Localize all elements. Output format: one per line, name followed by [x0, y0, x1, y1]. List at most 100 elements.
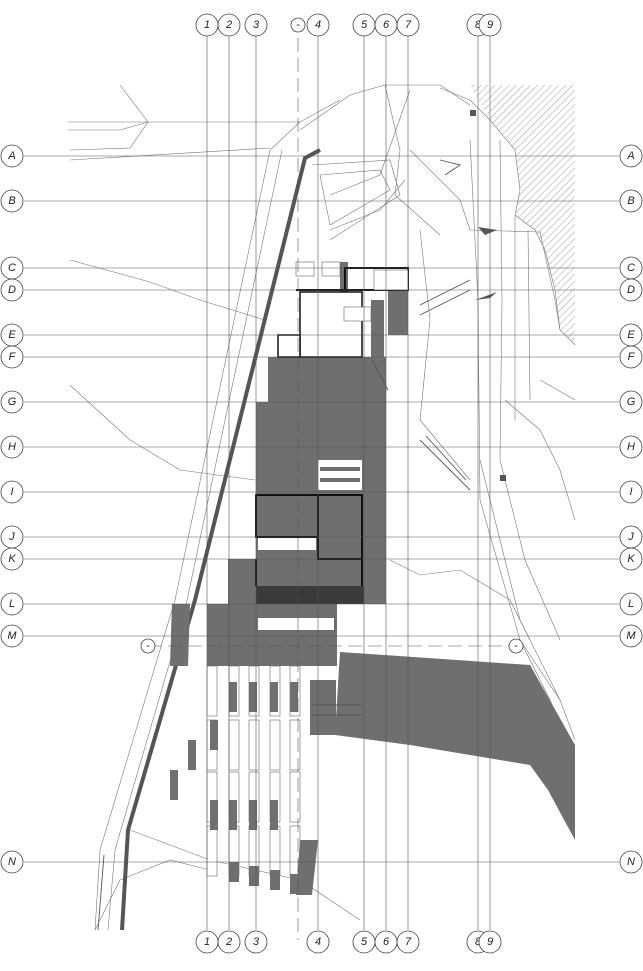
courtyard-openings: [258, 291, 363, 630]
pier-bay: [206, 665, 218, 717]
grid-column-label: 3: [253, 19, 260, 31]
pier-column: [270, 800, 278, 830]
grid-row-label: F: [628, 351, 636, 363]
grid-column-label: 2: [225, 936, 232, 948]
grid-row-label: I: [10, 486, 13, 498]
grid-row-bubble: [0, 624, 24, 648]
grid-row-bubble: [0, 144, 24, 168]
grid-row-bubble: [0, 850, 24, 874]
grid-column-bubble: [306, 13, 330, 37]
retaining-wall: [120, 148, 321, 931]
grid-row-label: I: [629, 486, 632, 498]
grid-column-bubble: [244, 13, 268, 37]
pier-column: [229, 682, 237, 712]
grid-row-label: L: [9, 598, 15, 610]
grid-column-bubble: [478, 13, 502, 37]
grid-row-bubble: [619, 390, 643, 414]
grid-row-label: G: [8, 396, 17, 408]
grid-row-bubble: [0, 435, 24, 459]
grid-row-bubble: [619, 592, 643, 616]
grid-row-label: H: [627, 441, 635, 453]
grid-row-label: D: [8, 284, 16, 296]
grid-column-label: 2: [225, 19, 232, 31]
pier-column: [249, 682, 257, 712]
dashed-axis-label-left: -: [146, 640, 150, 652]
pier-column: [210, 800, 218, 830]
hatched-terrain: [470, 85, 575, 345]
dashed-axis-label-right: -: [514, 640, 518, 652]
grid-column-label: 8: [475, 936, 482, 948]
grid-row-bubble: [619, 435, 643, 459]
grid-row-label: L: [628, 598, 634, 610]
grid-column-label: 8: [475, 19, 482, 31]
grid-column-bubble: [217, 930, 241, 954]
pier-column: [188, 740, 196, 770]
grid-row-bubble: [619, 480, 643, 504]
grid-column-label: 1: [204, 936, 210, 948]
grid-row-label: K: [627, 553, 635, 565]
grid-row-label: B: [627, 195, 634, 207]
grid-row-bubble: [0, 592, 24, 616]
grid-row-label: J: [627, 531, 634, 543]
grid-row-bubble: [0, 278, 24, 302]
grid-row-label: E: [627, 329, 635, 341]
grid-column-bubble: [396, 930, 420, 954]
grid-row-label: B: [8, 195, 15, 207]
grid-row-bubble: [0, 390, 24, 414]
pier-column: [229, 862, 239, 882]
dashed-axis-label-top: -: [296, 19, 300, 31]
dashed-axis-bubble-left: [140, 638, 156, 654]
grid-row-label: N: [627, 856, 635, 868]
grid-row-bubble: [0, 547, 24, 571]
grid-column-label: 7: [405, 19, 412, 31]
grid-row-label: H: [8, 441, 16, 453]
grid-column-label: 3: [253, 936, 260, 948]
grid-row-label: A: [626, 150, 634, 162]
grid-column-bubble: [244, 930, 268, 954]
pier-column: [210, 720, 218, 750]
grid-column-label: 5: [361, 19, 368, 31]
pier-bay: [269, 825, 281, 877]
grid-row-label: M: [7, 630, 17, 642]
grid-row-label: E: [8, 329, 16, 341]
grid-row-bubble: [0, 480, 24, 504]
grid-row-bubble: [619, 624, 643, 648]
grid-row-label: C: [627, 262, 635, 274]
pier-column: [170, 770, 178, 800]
grid-row-label: G: [627, 396, 636, 408]
grid-column-label: 1: [204, 19, 210, 31]
grid-column-label: 6: [383, 936, 390, 948]
pier-column: [270, 870, 280, 890]
pier-bay: [289, 719, 301, 771]
pier-column: [249, 800, 257, 830]
top-features: [295, 261, 409, 322]
grid-column-label: 5: [361, 936, 368, 948]
dashed-axis-bubble-right: [508, 638, 524, 654]
grid-row-label: N: [8, 856, 16, 868]
grid-row-label: C: [8, 262, 16, 274]
grid-column-label: 9: [487, 19, 493, 31]
grid-column-label: 4: [315, 936, 321, 948]
pier-bay: [248, 719, 260, 771]
grid-column-bubble: [306, 930, 330, 954]
grid-column-bubble: [217, 13, 241, 37]
grid-row-bubble: [619, 547, 643, 571]
grid-row-label: F: [9, 351, 17, 363]
grid-column-label: 7: [405, 936, 412, 948]
pier-column: [229, 800, 237, 830]
grid-column-bubble: [478, 930, 502, 954]
grid-row-bubble: [619, 345, 643, 369]
dashed-axis-bubble-top: [290, 17, 306, 33]
grid-row-label: J: [8, 531, 15, 543]
pier-column: [249, 866, 259, 886]
parking-pier-grid: [170, 665, 318, 895]
grid-row-bubble: [619, 278, 643, 302]
pier-bay: [206, 825, 218, 877]
grid-column-label: 4: [315, 19, 321, 31]
pier-column: [270, 682, 278, 712]
grid-row-bubble: [619, 144, 643, 168]
grid-column-label: 6: [383, 19, 390, 31]
pier-bay: [228, 719, 240, 771]
